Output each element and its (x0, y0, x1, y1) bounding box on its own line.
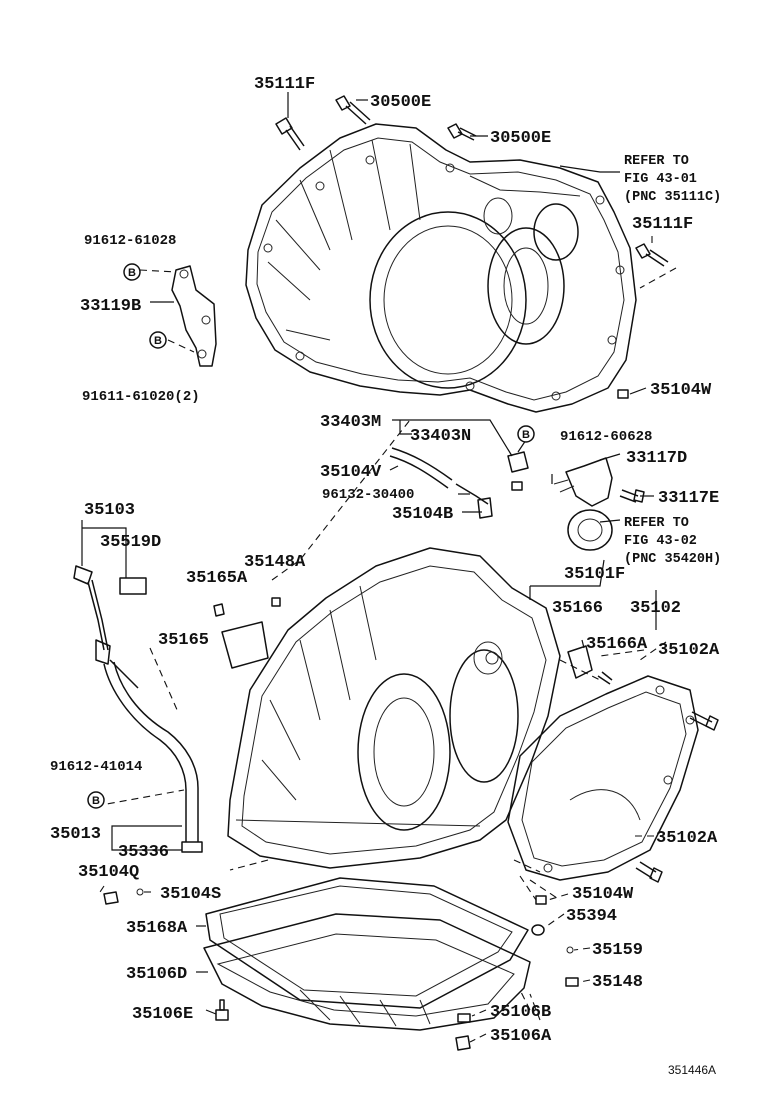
bolt-35111F-right (635, 243, 669, 267)
ref-text: REFER TO (624, 154, 689, 169)
seal-35101F (567, 509, 613, 551)
part-label: 35102A (656, 829, 718, 848)
part-label: 91612-41014 (50, 759, 142, 775)
badge-letter: B (128, 267, 136, 279)
part-label: 35111F (632, 215, 693, 234)
bolt-35165A (213, 603, 225, 617)
side-cover-35102 (507, 675, 699, 881)
bolt-30500E-a (335, 95, 371, 125)
cover-35166 (567, 645, 593, 679)
leader-lines (81, 92, 677, 1043)
part-label: 35166 (552, 599, 603, 618)
cover-35165 (221, 621, 269, 669)
ref-text: (PNC 35420H) (624, 552, 721, 567)
part-label: 30500E (370, 93, 431, 112)
bolt-35106E (215, 999, 229, 1021)
bell-housing (245, 123, 637, 413)
transaxle-case (227, 547, 561, 869)
part-label: 35519D (100, 533, 161, 552)
part-label: 35166A (586, 635, 648, 654)
ref-text: FIG 43-01 (624, 172, 697, 187)
part-label: 33117E (658, 489, 719, 508)
badge-b-91612-60628: B (517, 425, 535, 443)
bolt-35111F-top (275, 117, 305, 151)
ref-text: FIG 43-02 (624, 534, 697, 549)
seal-35394 (531, 924, 545, 936)
part-label: 35104V (320, 463, 382, 482)
bolt-33117E (619, 489, 645, 503)
plug-35104Q (103, 891, 119, 905)
part-label: 35106D (126, 965, 187, 984)
part-label: 35101F (564, 565, 625, 584)
plug-35104S (136, 888, 144, 896)
badge-b-91612-41014: B (87, 791, 105, 809)
part-labels: 35111F 30500E 30500E REFER TO FIG 43-01 … (50, 75, 721, 1077)
part-label: 35106A (490, 1027, 552, 1046)
bolt-35166A (597, 671, 613, 685)
part-label: 35102 (630, 599, 681, 618)
part-label: 35148 (592, 973, 643, 992)
part-label: 30500E (490, 129, 551, 148)
part-label: 96132-30400 (322, 487, 414, 503)
part-label: 33403N (410, 427, 471, 446)
hose-96132 (455, 483, 493, 519)
part-label: 35111F (254, 75, 315, 94)
part-label: 35106E (132, 1005, 193, 1024)
part-label: 35013 (50, 825, 101, 844)
bracket-33117D (553, 457, 613, 507)
part-label: 35148A (244, 553, 306, 572)
plug-35148A (271, 597, 281, 607)
part-label: 35104W (572, 885, 634, 904)
part-label: 35104S (160, 885, 221, 904)
part-label: 35106B (490, 1003, 551, 1022)
part-label: 35104W (650, 381, 712, 400)
badge-letter: B (154, 335, 162, 347)
badge-letter: B (522, 429, 530, 441)
plug-35106A (455, 1035, 471, 1051)
label-35519D (119, 577, 147, 595)
bolt-35102A-top (689, 711, 719, 731)
diagram-id: 351446A (668, 1063, 716, 1077)
part-label: 35102A (658, 641, 720, 660)
bolt-35102A-bot (635, 861, 663, 883)
bolt-30500E-b (447, 123, 477, 141)
plug-35148 (565, 977, 579, 987)
badge-b-91611-61020: B (149, 331, 167, 349)
part-label: 35104Q (78, 863, 139, 882)
hose-35104V (389, 447, 453, 489)
part-label: 33117D (626, 449, 687, 468)
badge-b-91612-61028: B (123, 263, 141, 281)
part-label: 91612-60628 (560, 429, 652, 445)
part-label: 33403M (320, 413, 381, 432)
ref-text: REFER TO (624, 516, 689, 531)
ref-text: (PNC 35111C) (624, 190, 721, 205)
plug-35159 (566, 946, 574, 954)
part-label: 91611-61020(2) (82, 389, 200, 405)
plug-35104W-bot (535, 895, 547, 905)
gasket-35168A (205, 877, 529, 1009)
part-label: 35165A (186, 569, 248, 588)
tube-35013 (103, 661, 203, 853)
plug-35104W-top (617, 389, 629, 399)
part-label: 35165 (158, 631, 209, 650)
badge-letter: B (92, 795, 100, 807)
part-label: 35104B (392, 505, 453, 524)
part-label: 35168A (126, 919, 188, 938)
part-label: 35394 (566, 907, 617, 926)
oil-pan-35106D (203, 913, 531, 1031)
part-label: 91612-61028 (84, 233, 176, 249)
fitting-33403N (507, 451, 529, 491)
part-label: 35159 (592, 941, 643, 960)
part-label: 35103 (84, 501, 135, 520)
part-label: 33119B (80, 297, 141, 316)
bracket-33119B (171, 265, 217, 367)
part-label: 35336 (118, 843, 169, 862)
washer-35106B (457, 1013, 471, 1023)
